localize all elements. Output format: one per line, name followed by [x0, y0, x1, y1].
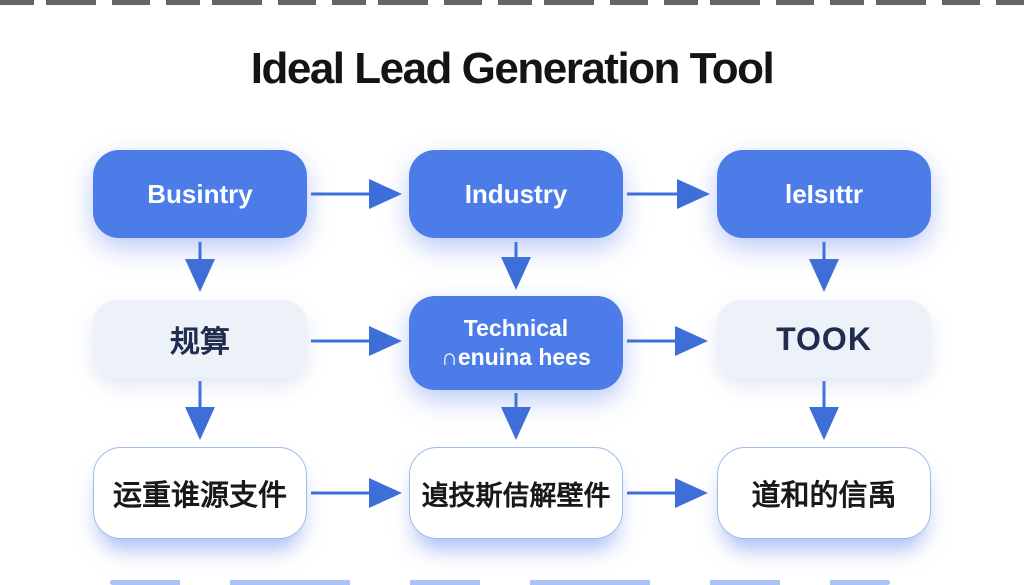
node-took: TOOK — [717, 300, 931, 378]
node-bottom-left: 运重谁源支件 — [93, 447, 307, 539]
node-bottom-middle: 遉技斯佶解壁件 — [409, 447, 623, 539]
top-cropped-content — [0, 0, 1024, 5]
page-title: Ideal Lead Generation Tool — [250, 44, 775, 93]
node-bottom-right: 道和的信禹 — [717, 447, 931, 539]
node-technical: Technical ∩enuina hees — [409, 296, 623, 390]
bottom-cropped-content — [110, 580, 890, 585]
node-busintry: Busintry — [93, 150, 307, 238]
node-leisittr: leIsıttr — [717, 150, 931, 238]
node-guisuan: 规算 — [93, 300, 307, 378]
node-industry: Industry — [409, 150, 623, 238]
